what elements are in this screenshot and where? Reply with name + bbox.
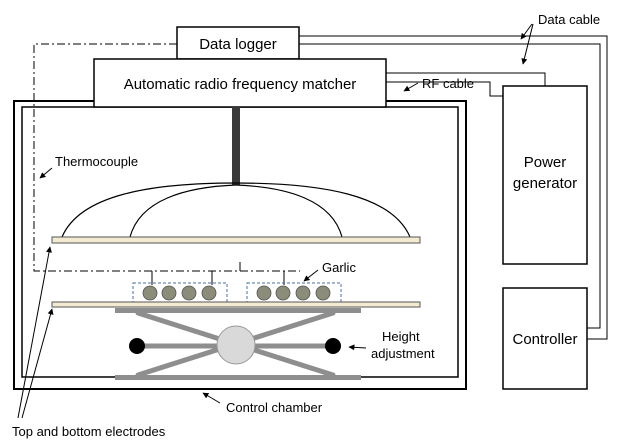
data-logger-box [176, 26, 300, 60]
lift-top-plate [115, 308, 361, 313]
controller-label: Controller [512, 331, 577, 348]
lift-center-wheel [216, 325, 256, 365]
rf-matcher-label: Automatic radio frequency matcher [124, 76, 357, 93]
rf-cable-label: RF cable [422, 76, 474, 91]
electrode-support-shaft [232, 107, 240, 185]
power-generator-box [502, 85, 588, 265]
data-cable-lines [299, 35, 608, 340]
data-logger-label: Data logger [199, 36, 277, 53]
garlic-label: Garlic [322, 260, 356, 275]
controller-box [502, 287, 588, 390]
control-chamber-label: Control chamber [226, 400, 323, 415]
top-electrode-dome [61, 182, 411, 238]
callout-arrows [17, 23, 534, 419]
height-adjustment-label-line2: adjustment [371, 346, 435, 361]
thermocouple-probes [151, 262, 285, 285]
electrodes-label: Top and bottom electrodes [12, 424, 166, 439]
bottom-electrode [51, 301, 421, 308]
lift-bottom-plate [115, 375, 361, 380]
data-cable-label: Data cable [538, 12, 600, 27]
garlic-bulbs [142, 285, 331, 301]
power-generator-label-line2: generator [513, 175, 577, 192]
rf-cable-line [386, 81, 503, 97]
height-adjustment-label-line1: Height [382, 329, 420, 344]
lift-right-knob [325, 338, 341, 354]
thermocouple-line [33, 43, 300, 272]
power-generator-label-line1: Power [524, 154, 567, 171]
thermocouple-label: Thermocouple [55, 154, 138, 169]
top-electrode [51, 236, 421, 244]
lift-left-knob [129, 338, 145, 354]
